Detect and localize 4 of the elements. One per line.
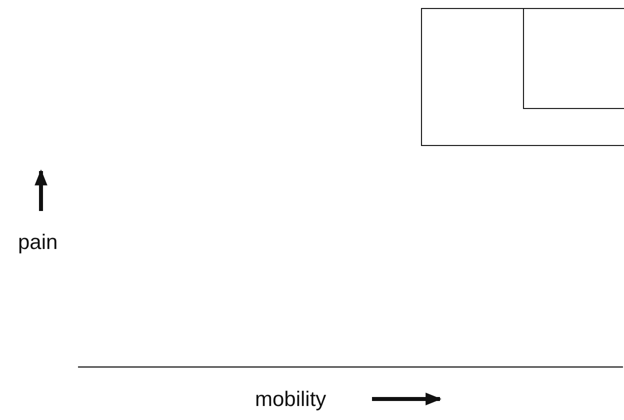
- axis-label: pain: [18, 232, 58, 253]
- empty-box: [523, 8, 624, 108]
- axis-label: mobility: [255, 389, 326, 410]
- empty-box: [421, 8, 624, 146]
